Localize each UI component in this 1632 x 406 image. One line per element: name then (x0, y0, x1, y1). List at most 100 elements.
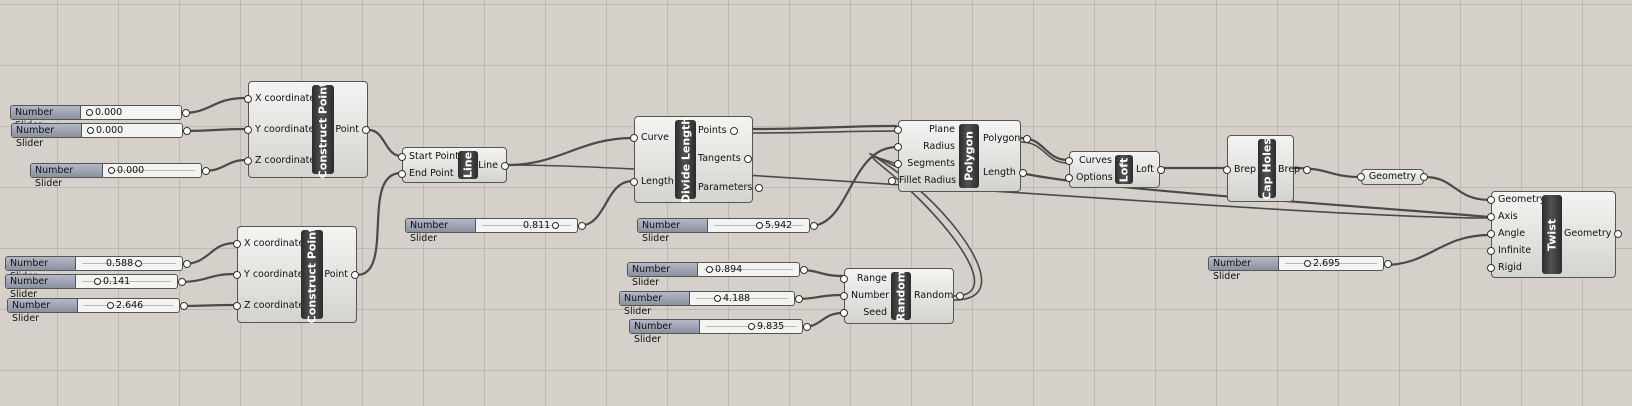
input-angle[interactable]: Angle (1486, 228, 1526, 239)
output-grip[interactable] (795, 295, 803, 303)
output-grip[interactable] (803, 323, 811, 331)
input-fillet-radius[interactable]: Fillet Radius (888, 175, 957, 186)
output-grip[interactable] (183, 260, 191, 268)
output-loft[interactable]: Loft (1136, 164, 1165, 175)
input-seed[interactable]: Seed (840, 307, 887, 319)
number-slider[interactable]: Number Slider 9.835 (629, 319, 811, 345)
line-component[interactable]: Start Point End Point Line Line (398, 147, 509, 183)
geometry-parameter[interactable]: Geometry (1357, 169, 1428, 185)
output-length[interactable]: Length (983, 167, 1027, 178)
slider-knob[interactable] (135, 260, 142, 267)
input-length[interactable]: Length (630, 176, 674, 187)
output-grip[interactable] (182, 109, 190, 117)
slider-track (109, 170, 195, 171)
output-parameters[interactable]: Parameters (698, 182, 764, 193)
number-slider[interactable]: Number Slider 4.188 (619, 291, 803, 317)
input-geometry[interactable]: Geometry (1486, 194, 1546, 205)
output-grip[interactable] (578, 222, 586, 230)
output-point[interactable]: Point (324, 269, 359, 280)
slider-knob[interactable] (706, 266, 713, 273)
output-polygon[interactable]: Polygon (983, 133, 1032, 144)
polygon-component[interactable]: Plane Radius Segments Fillet Radius Poly… (888, 120, 1032, 192)
slider-label: Number Slider (620, 292, 690, 317)
slider-knob[interactable] (86, 109, 93, 116)
output-grip[interactable] (1384, 260, 1392, 268)
slider-knob[interactable] (552, 222, 559, 229)
input-y-coordinate[interactable]: Y coordinate (244, 124, 315, 135)
output-brep[interactable]: Brep (1278, 164, 1312, 175)
input-curve[interactable]: Curve (629, 132, 670, 143)
number-slider[interactable]: Number Slider 0.141 (5, 274, 186, 300)
input-rigid[interactable]: Rigid (1487, 262, 1522, 273)
input-radius[interactable]: Radius (894, 141, 955, 153)
input-z-coordinate[interactable]: Z coordinate (243, 155, 316, 166)
input-segments[interactable]: Segments (894, 158, 955, 170)
input-axis[interactable]: Axis (1487, 211, 1518, 222)
slider-knob[interactable] (108, 167, 115, 174)
divide-length-component[interactable]: Curve Length Divide Length Points Tangen… (629, 116, 764, 203)
slider-knob[interactable] (94, 278, 101, 285)
output-grip[interactable] (810, 222, 818, 230)
wire (506, 136, 634, 167)
input-options[interactable]: Options (1065, 172, 1113, 183)
input-z-coordinate[interactable]: Z coordinate (232, 300, 305, 311)
number-slider[interactable]: Number Slider 0.000 (10, 105, 190, 131)
output-grip[interactable] (183, 127, 191, 135)
number-slider[interactable]: Number Slider 0.000 (11, 123, 191, 149)
output-random[interactable]: Random (914, 290, 965, 301)
slider-value: 0.000 (96, 125, 124, 136)
construct-point-component[interactable]: X coordinate Y coordinate Z coordinate C… (243, 81, 370, 178)
input-start-point[interactable]: Start Point (398, 151, 459, 162)
slider-knob[interactable] (748, 323, 755, 330)
component-label: Polygon (959, 124, 979, 188)
slider-label: Number Slider (11, 106, 81, 131)
cap-holes-component[interactable]: Brep Cap Holes Brep (1222, 135, 1312, 202)
input-number[interactable]: Number (840, 290, 890, 301)
number-slider[interactable]: Number Slider 0.894 (627, 262, 808, 288)
number-slider[interactable]: Number Slider 0.000 (30, 163, 210, 189)
wire (177, 272, 236, 284)
output-points[interactable]: Points (698, 125, 737, 136)
output-line[interactable]: Line (478, 160, 509, 171)
output-grip[interactable] (800, 266, 808, 274)
slider-value: 0.588 (106, 258, 134, 269)
wire (182, 127, 247, 133)
loft-component[interactable]: Curves Options Loft Loft (1065, 151, 1165, 188)
slider-knob[interactable] (714, 295, 721, 302)
slider-label: Number Slider (406, 219, 476, 244)
input-infinite[interactable]: Infinite (1486, 245, 1532, 256)
twist-component[interactable]: Geometry Axis Angle Infinite Rigid Twist… (1486, 191, 1623, 278)
input-end-point[interactable]: End Point (398, 168, 454, 179)
number-slider[interactable]: Number Slider 2.695 (1208, 256, 1392, 282)
output-grip[interactable] (202, 167, 210, 175)
slider-value: 0.141 (103, 276, 131, 287)
number-slider[interactable]: Number Slider 5.942 (637, 218, 818, 244)
input-plane[interactable]: Plane (894, 124, 955, 136)
input-brep[interactable]: Brep (1222, 164, 1257, 175)
output-geometry[interactable]: Geometry (1564, 228, 1623, 239)
slider-knob[interactable] (107, 302, 114, 309)
output-grip[interactable] (180, 302, 188, 310)
slider-label: Number Slider (6, 257, 76, 282)
component-label: Random (891, 271, 911, 321)
input-x-coordinate[interactable]: X coordinate (232, 238, 305, 249)
construct-point-component[interactable]: X coordinate Y coordinate Z coordinate C… (232, 226, 359, 323)
input-range[interactable]: Range (840, 273, 887, 285)
slider-knob[interactable] (756, 222, 763, 229)
input-curves[interactable]: Curves (1065, 155, 1112, 167)
output-point[interactable]: Point (335, 124, 370, 135)
input-x-coordinate[interactable]: X coordinate (243, 93, 316, 104)
wire (356, 171, 402, 277)
input-y-coordinate[interactable]: Y coordinate (233, 269, 304, 280)
output-tangents[interactable]: Tangents (698, 153, 752, 164)
component-label: Loft (1115, 155, 1133, 184)
number-slider[interactable]: Number Slider 0.588 (5, 256, 191, 282)
slider-value: 4.188 (723, 293, 751, 304)
number-slider[interactable]: Number Slider 2.646 (7, 298, 188, 324)
output-grip[interactable] (178, 278, 186, 286)
component-label: Line (458, 151, 478, 179)
slider-knob[interactable] (1304, 260, 1311, 267)
random-component[interactable]: Range Number Seed Random Random (840, 268, 965, 324)
slider-knob[interactable] (87, 127, 94, 134)
number-slider[interactable]: Number Slider 0.811 (405, 218, 586, 244)
